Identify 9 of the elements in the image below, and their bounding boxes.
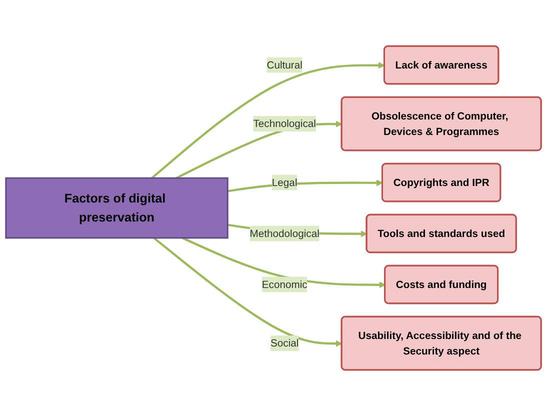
edge-label: Cultural (266, 58, 302, 71)
edge-label: Social (270, 336, 299, 349)
edge-label: Legal (272, 176, 298, 188)
edge-label: Technological (253, 117, 316, 130)
arrow (182, 236, 386, 288)
edge-label: Economic (262, 278, 308, 290)
edge-label: Methodological (250, 227, 320, 240)
arrow (153, 237, 342, 347)
node-box: Factors of digital preservation (5, 177, 228, 239)
